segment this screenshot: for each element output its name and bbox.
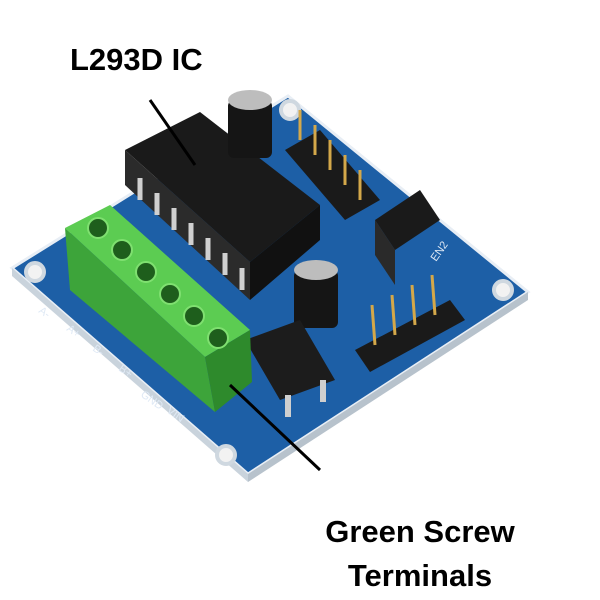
terminals-label: Green Screw Terminals [300,510,540,598]
l293d-ic [125,112,320,300]
ic-label: L293D IC [70,42,203,77]
voltage-regulator [245,320,335,417]
terminals-label-line2: Terminals [347,558,493,593]
pin-header-top [285,110,380,220]
terminal-leader-line [228,383,322,472]
ic-leader-line [148,99,197,166]
pcb-edge [12,268,248,482]
capacitor-middle [294,260,338,328]
silkscreen-text: A- A+ B- B+ GND VIN EN2 [36,239,450,425]
green-screw-terminals [65,205,252,412]
terminals-label-line1: Green Screw [325,514,515,549]
capacitor-top [228,90,272,158]
jumper-block [375,190,440,285]
pin-header-bottom [355,274,465,372]
mounting-holes [24,99,514,466]
